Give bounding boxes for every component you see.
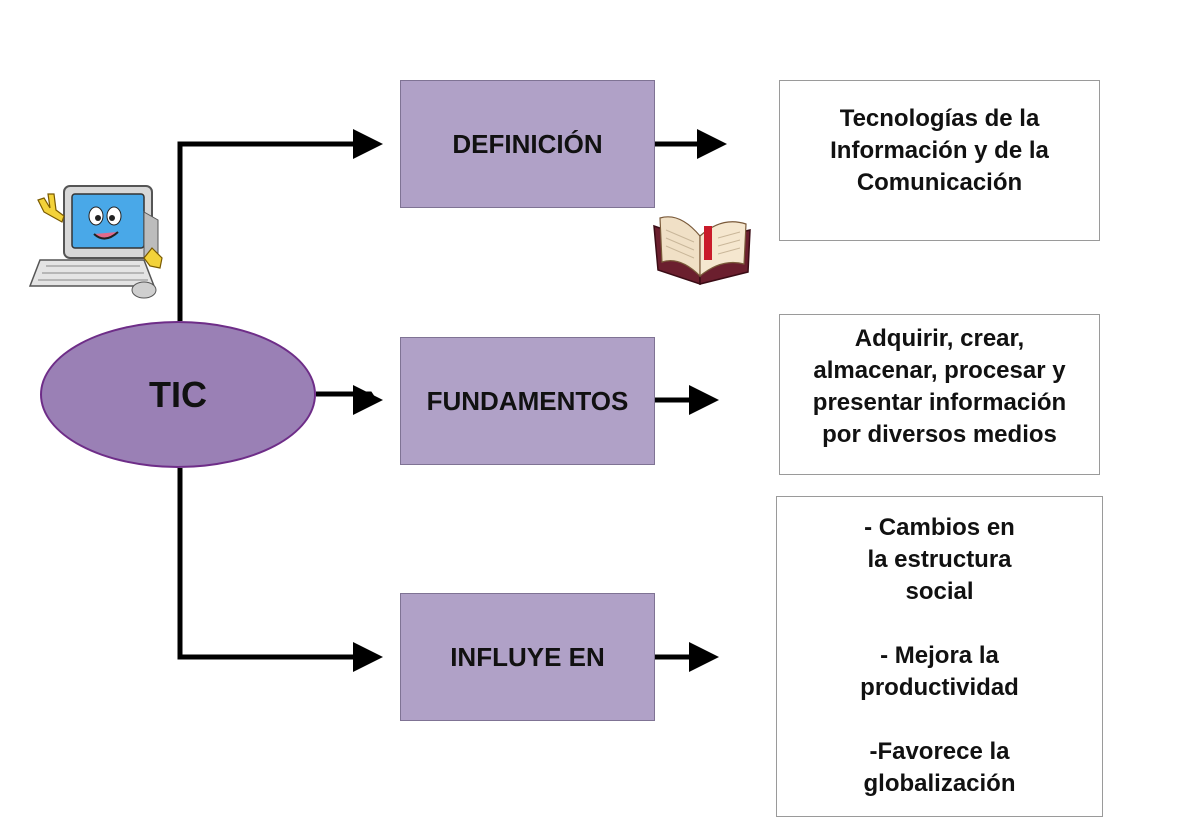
description-line: social: [905, 578, 974, 605]
description-line: almacenar, procesar y: [813, 357, 1066, 384]
connector-to-definicion: [177, 129, 383, 321]
description-line: Adquirir, crear,: [854, 325, 1025, 352]
description-line: - Mejora la: [880, 642, 999, 669]
category-definicion: DEFINICIÓN: [400, 80, 655, 208]
description-line: globalización: [863, 770, 1016, 797]
description-definicion: Tecnologías de la Información y de la Co…: [779, 80, 1100, 241]
category-fundamentos: FUNDAMENTOS: [400, 337, 655, 465]
connector-to-fundamentos: [316, 385, 383, 415]
tic-center-node: TIC: [40, 321, 316, 468]
category-influye-label: INFLUYE EN: [450, 641, 605, 672]
description-line: por diversos medios: [822, 421, 1057, 448]
description-line: - Cambios en: [864, 514, 1015, 541]
description-line: Tecnologías de la: [839, 105, 1040, 132]
description-fundamentos: Adquirir, crear, almacenar, procesar y p…: [779, 314, 1100, 475]
description-line: Información y de la: [830, 137, 1049, 164]
tic-label: TIC: [149, 373, 207, 415]
description-line: -Favorece la: [869, 738, 1010, 765]
description-line: Comunicación: [856, 169, 1023, 196]
category-definicion-label: DEFINICIÓN: [452, 128, 603, 159]
computer-mascot-icon: [28, 185, 163, 299]
description-line: productividad: [860, 674, 1019, 701]
description-line: presentar información: [812, 389, 1067, 416]
connector-to-influye: [177, 468, 383, 672]
open-book-icon: [653, 216, 751, 286]
category-influye: INFLUYE EN: [400, 593, 655, 721]
category-fundamentos-label: FUNDAMENTOS: [426, 385, 629, 416]
description-influye: - Cambios en la estructura social - Mejo…: [776, 496, 1103, 817]
description-line: la estructura: [867, 546, 1012, 573]
